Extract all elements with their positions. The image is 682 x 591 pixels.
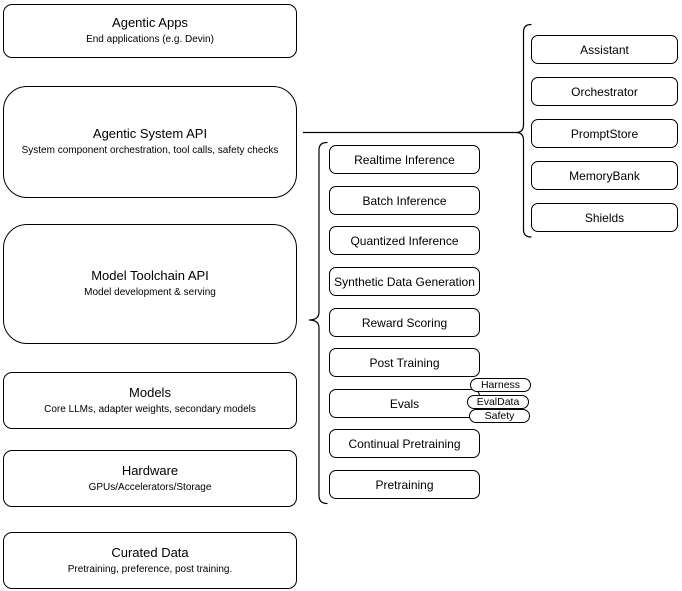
node-label: Quantized Inference xyxy=(350,233,459,248)
node-batch-inference: Batch Inference xyxy=(329,186,480,215)
node-label: Assistant xyxy=(580,42,629,57)
node-model-toolchain-api: Model Toolchain API Model development & … xyxy=(3,224,297,344)
node-pretraining: Pretraining xyxy=(329,470,480,499)
node-promptstore: PromptStore xyxy=(531,119,678,148)
node-subtitle: End applications (e.g. Devin) xyxy=(86,34,214,46)
node-label: PromptStore xyxy=(570,126,639,141)
node-label: Shields xyxy=(584,210,625,225)
node-agentic-system-api: Agentic System API System component orch… xyxy=(3,86,297,198)
node-label: Synthetic Data Generation xyxy=(334,274,475,289)
node-label: Orchestrator xyxy=(571,84,638,99)
node-subtitle: Pretraining, preference, post training. xyxy=(67,563,233,575)
tag-evaldata: EvalData xyxy=(467,395,529,409)
node-evals: Evals xyxy=(329,389,480,418)
node-memorybank: MemoryBank xyxy=(531,161,678,190)
node-title: Agentic Apps xyxy=(112,15,188,31)
node-label: Continual Pretraining xyxy=(348,436,461,451)
node-subtitle: Model development & serving xyxy=(84,287,216,299)
node-hardware: Hardware GPUs/Accelerators/Storage xyxy=(3,450,297,507)
node-agentic-apps: Agentic Apps End applications (e.g. Devi… xyxy=(3,4,297,58)
node-title: Model Toolchain API xyxy=(91,268,209,284)
node-quantized-inference: Quantized Inference xyxy=(329,226,480,255)
node-label: Realtime Inference xyxy=(354,152,455,167)
node-label: Batch Inference xyxy=(362,193,447,208)
node-orchestrator: Orchestrator xyxy=(531,77,678,106)
node-label: Reward Scoring xyxy=(361,315,448,330)
node-label: MemoryBank xyxy=(569,168,640,183)
toolchain-bracket xyxy=(308,141,328,505)
node-models: Models Core LLMs, adapter weights, secon… xyxy=(3,372,297,429)
node-assistant: Assistant xyxy=(531,35,678,64)
node-label: Pretraining xyxy=(375,477,434,492)
node-reward-scoring: Reward Scoring xyxy=(329,308,480,337)
node-realtime-inference: Realtime Inference xyxy=(329,145,480,174)
node-shields: Shields xyxy=(531,203,678,232)
node-subtitle: Core LLMs, adapter weights, secondary mo… xyxy=(44,403,256,415)
tag-harness: Harness xyxy=(470,378,531,392)
node-subtitle: System component orchestration, tool cal… xyxy=(21,145,279,157)
node-title: Agentic System API xyxy=(92,126,208,142)
system-components-bracket xyxy=(515,23,532,238)
node-continual-pretraining: Continual Pretraining xyxy=(329,429,480,458)
node-label: Post Training xyxy=(369,355,440,370)
node-title: Curated Data xyxy=(111,544,189,560)
node-label: Evals xyxy=(389,396,420,411)
node-title: Hardware xyxy=(121,462,179,478)
node-subtitle: GPUs/Accelerators/Storage xyxy=(88,481,212,493)
node-post-training: Post Training xyxy=(329,348,480,377)
node-synthetic-data-generation: Synthetic Data Generation xyxy=(329,267,480,296)
tag-safety: Safety xyxy=(469,409,530,423)
node-title: Models xyxy=(129,384,171,400)
node-curated-data: Curated Data Pretraining, preference, po… xyxy=(3,532,297,589)
